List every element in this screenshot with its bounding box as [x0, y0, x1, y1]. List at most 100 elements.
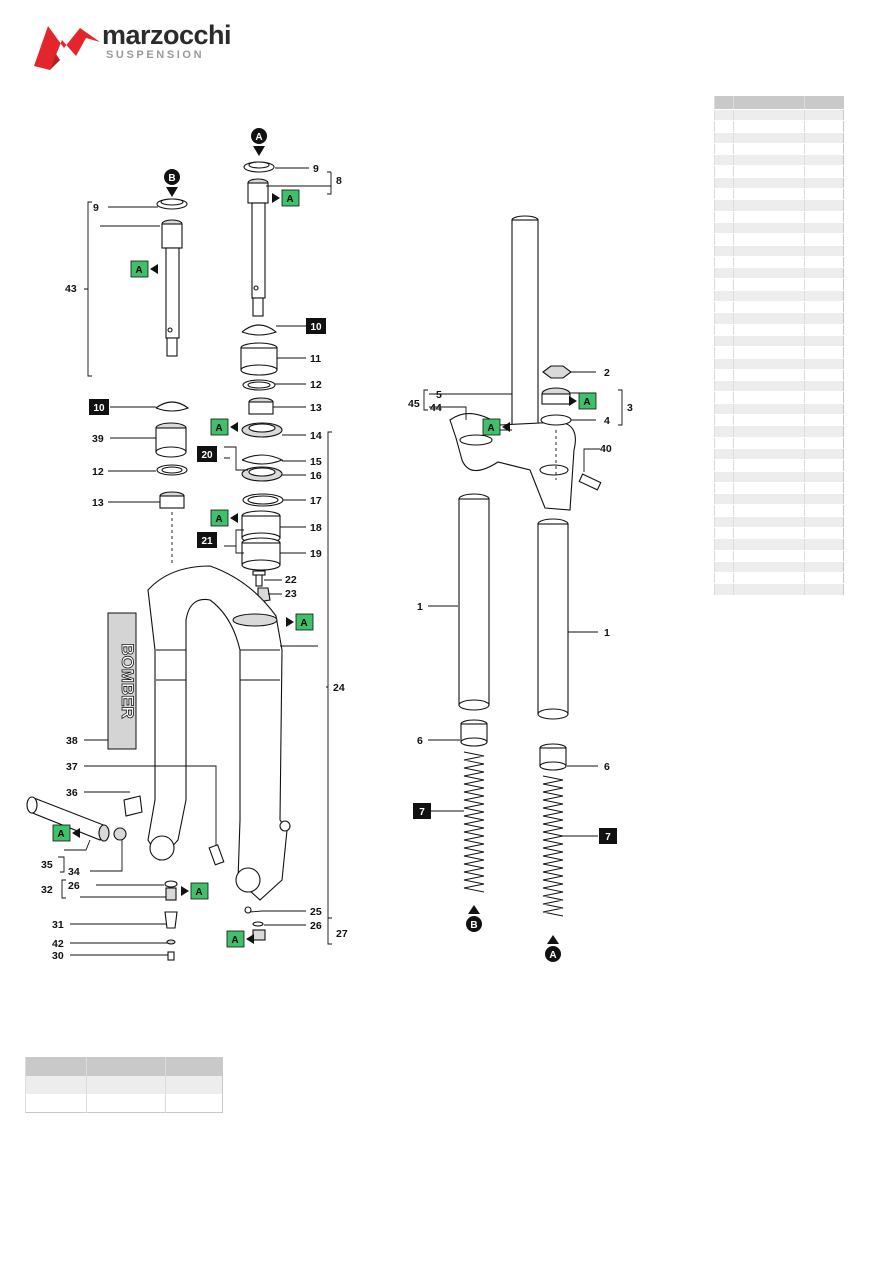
parts-table-row	[714, 369, 844, 382]
parts-table-row	[714, 267, 844, 280]
part-13-cup-left	[159, 491, 185, 509]
decal-text: BOMBER	[118, 643, 137, 719]
callout-9-center: 9	[313, 163, 319, 175]
callout-15: 15	[310, 456, 322, 468]
parts-table-row	[714, 290, 844, 303]
part-17-ring	[242, 493, 284, 507]
parts-30-31-42-bottom	[164, 880, 178, 961]
parts-table-row	[714, 403, 844, 416]
callout-32: 32	[41, 884, 53, 896]
callout-6-left: 6	[417, 735, 423, 747]
callout-25: 25	[310, 906, 322, 918]
svg-text:A: A	[57, 829, 64, 840]
callout-12-center: 12	[310, 379, 322, 391]
callout-26-left: 26	[68, 880, 80, 892]
part-34-knob	[113, 827, 127, 841]
parts-2-3-4-topcap	[540, 365, 572, 480]
brand-name: marzocchi	[102, 20, 232, 50]
callout-18: 18	[310, 522, 322, 534]
part-13-cup-center	[248, 397, 274, 415]
callout-36: 36	[66, 787, 78, 799]
parts-table-row	[714, 471, 844, 483]
callout-38: 38	[66, 735, 78, 747]
callout-2: 2	[604, 367, 610, 379]
grease-tag: A	[130, 260, 158, 278]
callout-7-right: 7	[605, 832, 611, 843]
part-24-lower-leg	[147, 565, 291, 901]
callout-39: 39	[92, 433, 104, 445]
callout-11: 11	[310, 353, 321, 365]
part-39-bushing	[155, 422, 187, 458]
part-1-upper-tube-left	[458, 493, 490, 711]
parts-table-row	[714, 561, 844, 574]
parts-table-row	[714, 437, 844, 449]
callout-labels: 9 43 9 8 11 12 13 14 15 16 17 18 19 22 2…	[41, 163, 633, 962]
marker-b-top: B	[168, 173, 175, 184]
grease-tag: A	[286, 613, 314, 631]
svg-text:A: A	[135, 265, 142, 276]
part-43-assembly	[156, 198, 188, 357]
grease-tag: A	[272, 189, 300, 207]
bottom-table-row	[25, 1076, 223, 1094]
parts-table-row	[714, 109, 844, 122]
parts-table-row	[714, 516, 844, 528]
parts-table-row	[714, 358, 844, 370]
bottom-table-row	[25, 1094, 223, 1113]
part-35-axle	[26, 796, 110, 842]
grease-tags: A A A A A A A A A A	[52, 189, 597, 948]
parts-table-row	[714, 572, 844, 585]
parts-table-row	[714, 391, 844, 404]
callout-42: 42	[52, 938, 64, 950]
callout-14: 14	[310, 430, 322, 442]
parts-table-row	[714, 448, 844, 461]
parts-table-row	[714, 132, 844, 144]
part-19-bushing	[241, 537, 281, 571]
callout-5: 5	[436, 389, 442, 401]
exploded-parts-diagram: BOMBER	[26, 128, 633, 962]
bottom-table-header	[25, 1057, 223, 1076]
parts-table-row	[714, 504, 844, 517]
parts-table-row	[714, 222, 844, 235]
parts-table-row	[714, 165, 844, 178]
callout-26-right: 26	[310, 920, 322, 932]
part-37-bolt	[208, 844, 225, 866]
part-36-label	[123, 795, 143, 817]
callout-1-right: 1	[604, 627, 610, 639]
callout-37: 37	[66, 761, 78, 773]
svg-text:A: A	[215, 514, 222, 525]
parts-table-row	[714, 278, 844, 291]
callout-9-left: 9	[93, 202, 99, 214]
part-10-clip-center	[241, 324, 278, 336]
parts-table-row	[714, 459, 844, 472]
parts-table-row	[714, 493, 844, 506]
grease-tag: A	[226, 930, 254, 948]
parts-table-row	[714, 414, 844, 427]
callout-30: 30	[52, 950, 64, 962]
part-12-ring-left	[156, 464, 188, 476]
part-8-assembly	[243, 161, 275, 317]
leader-lines	[58, 167, 623, 956]
marzocchi-logo: marzocchi SUSPENSION	[30, 18, 232, 70]
parts-table	[714, 96, 844, 596]
svg-text:A: A	[195, 887, 202, 898]
marker-b-bottom: B	[470, 920, 477, 931]
callout-8: 8	[336, 175, 342, 187]
parts-table-row	[714, 583, 844, 596]
circle-markers: A B B A	[164, 128, 561, 962]
parts-table-header	[714, 96, 844, 110]
grease-tag: A	[210, 509, 238, 527]
parts-table-row	[714, 346, 844, 359]
parts-table-row	[714, 335, 844, 348]
parts-table-row	[714, 233, 844, 246]
callout-44: 44	[430, 402, 442, 414]
part-12-ring-center	[242, 379, 276, 391]
parts-table-row	[714, 301, 844, 314]
marzocchi-logo-mark	[34, 26, 100, 70]
parts-table-row	[714, 188, 844, 201]
marker-a-top: A	[255, 132, 262, 143]
parts-table-row	[714, 120, 844, 133]
svg-text:A: A	[487, 423, 494, 434]
svg-text:A: A	[286, 194, 293, 205]
callout-24: 24	[333, 682, 345, 694]
parts-table-row	[714, 312, 844, 325]
